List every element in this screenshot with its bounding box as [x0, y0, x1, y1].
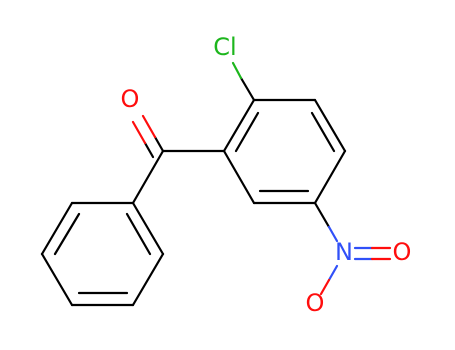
ring-bond [40, 252, 74, 307]
phenyl-ring [40, 201, 165, 307]
ring-bond [131, 201, 165, 256]
nitro-single-bond [319, 264, 339, 296]
nitro-oxygen-right-label: O [393, 238, 412, 266]
ring-bond [313, 98, 347, 153]
ring-bond-inner [234, 111, 260, 153]
ring-to-nitro-bond [313, 201, 339, 243]
nitro-nitrogen-label: N [335, 238, 353, 266]
nitro-double-bond [353, 246, 392, 261]
ring-bond [40, 201, 74, 256]
chlorine-atom-label: Cl [213, 33, 236, 61]
carbonyl-oxygen-label: O [121, 85, 140, 113]
ring-bond [131, 252, 165, 307]
ring-bond [313, 149, 347, 205]
chlorine-bond [231, 61, 256, 102]
carbonyl-double-bond [131, 114, 165, 159]
carbonyl-to-phenyl-bond [131, 149, 165, 205]
nitrophenyl-ring [222, 98, 347, 205]
ring-bond [222, 149, 256, 205]
nitro-oxygen-bottom-label: O [306, 289, 325, 317]
ring-bond-inner [125, 212, 152, 256]
ring-bond-inner [310, 111, 336, 153]
ring-bond-inner [53, 212, 81, 256]
ring-bond [222, 98, 256, 153]
